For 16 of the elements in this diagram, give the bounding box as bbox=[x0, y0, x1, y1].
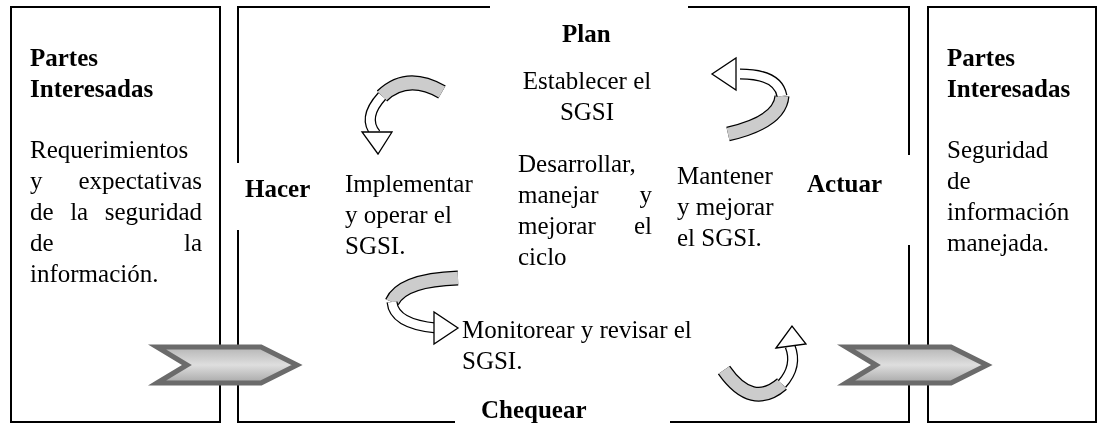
stakeholder-box bbox=[10, 6, 221, 423]
box-text: Seguridad de información manejada. bbox=[947, 135, 1071, 258]
phase-title: Actuar bbox=[807, 169, 882, 199]
step-text: Mantener y mejorar el SGSI. bbox=[677, 161, 775, 253]
step-text: Desarrollar, manejar y mejorar el ciclo bbox=[518, 149, 652, 272]
box-heading: Partes Interesadas bbox=[947, 43, 1072, 104]
step-text: Implementar y operar el SGSI. bbox=[345, 169, 474, 261]
chevron-arrow bbox=[836, 344, 993, 386]
chevron-arrow bbox=[147, 344, 303, 386]
phase-title: Hacer bbox=[245, 174, 311, 204]
step-text: Monitorear y revisar el SGSI. bbox=[462, 315, 693, 376]
stakeholder-box bbox=[927, 6, 1097, 423]
step-text: Establecer el SGSI bbox=[521, 66, 653, 127]
box-heading: Partes Interesadas bbox=[30, 43, 155, 104]
box-text: Requerimientos y expectativas de la seguridad de la información. bbox=[30, 135, 202, 289]
phase-title: Plan bbox=[562, 19, 611, 49]
